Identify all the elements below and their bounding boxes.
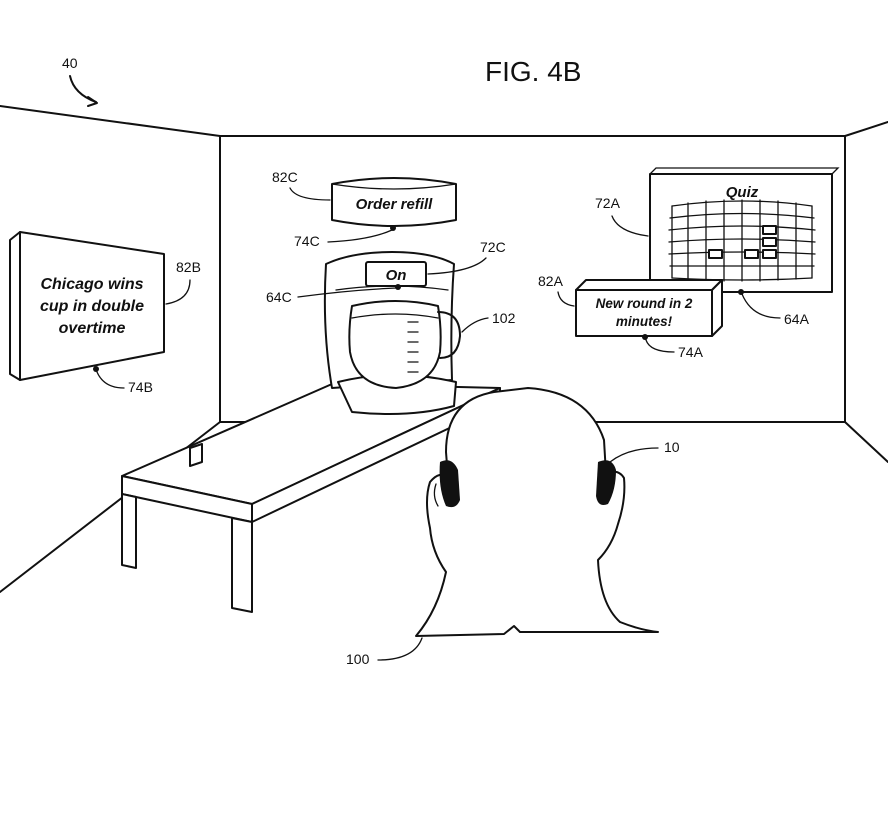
left-ear-inner: [433, 483, 439, 507]
ref-100: 100: [346, 651, 370, 667]
new-round-line1: New round in 2: [596, 296, 693, 311]
leader-74B: [96, 371, 125, 389]
new-round-box-side: [711, 279, 723, 337]
leader-72C: [427, 257, 487, 275]
on-status-text: On: [386, 267, 407, 284]
quiz-highlight-cell: [744, 249, 759, 259]
ref-64A: 64A: [784, 311, 810, 327]
coffee-maker: On: [323, 251, 461, 415]
quiz-grid: [668, 199, 816, 282]
quiz-highlight-cell: [762, 225, 777, 235]
new-round-box-top: [575, 279, 723, 291]
news-line1: Chicago wins: [40, 276, 143, 293]
ref-64C: 64C: [266, 289, 292, 305]
coffee-carafe: [348, 300, 442, 389]
order-refill-drum: [331, 177, 457, 227]
table-leg-back-left: [189, 443, 203, 467]
figure-title: FIG. 4B: [485, 56, 581, 87]
order-refill-text: Order refill: [356, 196, 434, 213]
anchor-64A: [738, 289, 744, 295]
news-line3: overtime: [59, 320, 126, 337]
news-line2: cup in double: [40, 298, 144, 315]
quiz-display: Quiz: [649, 167, 840, 295]
table-leg-front-right: [231, 517, 253, 613]
ref-82B: 82B: [176, 259, 201, 275]
leader-100: [377, 637, 423, 661]
anchor-74C: [390, 225, 396, 231]
ref-74C: 74C: [294, 233, 320, 249]
leader-72A: [611, 215, 649, 237]
left-hearing-device: [439, 460, 460, 508]
leader-10: [609, 447, 659, 463]
ceiling-line-right: [844, 121, 888, 137]
ref-74B: 74B: [128, 379, 153, 395]
leader-74C: [327, 229, 393, 243]
ref-40-arrowhead: [87, 96, 98, 107]
anchor-64C: [395, 284, 401, 290]
head-silhouette: [415, 387, 659, 637]
new-round-line2: minutes!: [616, 314, 673, 329]
leader-64A: [741, 293, 781, 319]
quiz-highlight-cell: [762, 237, 777, 247]
ref-82C: 82C: [272, 169, 298, 185]
order-refill-callout: Order refill: [331, 177, 457, 231]
leader-82B: [165, 279, 191, 305]
anchor-74B: [93, 366, 99, 372]
right-hearing-device: [596, 460, 616, 505]
ref-40-arrow: [69, 75, 97, 103]
ref-72A: 72A: [595, 195, 621, 211]
carafe-lid-line: [351, 313, 439, 319]
table-leg-front-left: [121, 493, 137, 569]
news-panel-side: [9, 231, 21, 381]
leader-74A: [645, 339, 675, 353]
quiz-screen-bezel-side: [649, 167, 840, 175]
ref-74A: 74A: [678, 344, 704, 360]
ref-102: 102: [492, 310, 516, 326]
ref-40: 40: [62, 55, 78, 71]
quiz-highlight-cell: [762, 249, 777, 259]
floor-line-right: [844, 421, 888, 463]
leader-102: [461, 317, 489, 333]
user-head: [415, 387, 659, 637]
leader-82A: [557, 291, 575, 307]
carafe-measure-marks: [407, 321, 419, 373]
ref-82A: 82A: [538, 273, 564, 289]
quiz-highlight-cell: [708, 249, 723, 259]
leader-82C: [289, 187, 331, 201]
quiz-title: Quiz: [726, 184, 759, 201]
news-panel: Chicago wins cup in double overtime: [9, 231, 165, 381]
anchor-74A: [642, 334, 648, 340]
order-refill-drum-rim: [331, 183, 457, 190]
ceiling-line-left: [0, 105, 221, 137]
new-round-callout: New round in 2 minutes!: [575, 279, 723, 340]
carafe-handle: [437, 311, 461, 359]
leader-64C: [297, 287, 397, 298]
ref-10: 10: [664, 439, 680, 455]
ref-72C: 72C: [480, 239, 506, 255]
